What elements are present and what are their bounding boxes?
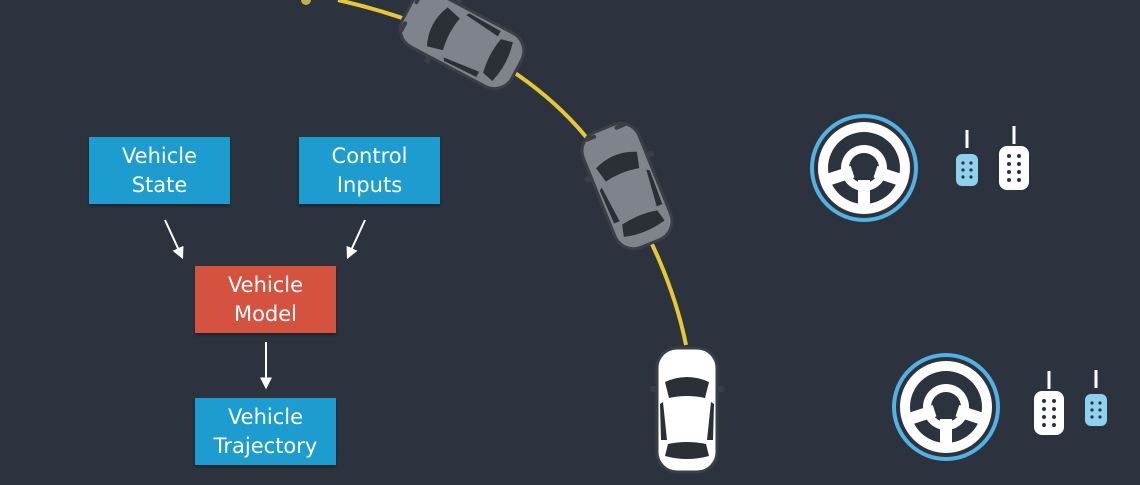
control-inputs-box: Control Inputs [299,137,440,204]
pedal-icon [954,128,980,188]
car-icon [650,346,724,474]
car-icon [567,113,687,259]
vehicle-trajectory-box: Vehicle Trajectory [195,398,336,465]
car-icon [388,0,536,104]
arrow-icon [346,219,366,260]
pedal-icon [997,124,1031,192]
pedal-icon [1083,368,1109,428]
pedal-icon [1032,369,1066,437]
steering-wheel-icon [892,353,1000,461]
vehicle-model-box: Vehicle Model [195,266,336,333]
vehicle-state-box: Vehicle State [89,137,230,204]
steering-wheel-icon [810,114,918,222]
arrow-icon [164,219,184,260]
